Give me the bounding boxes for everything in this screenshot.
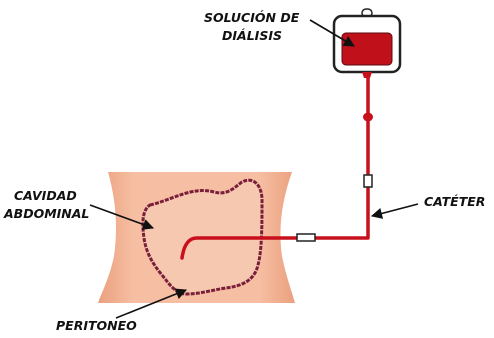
catheter-label: CATÉTER	[424, 194, 485, 209]
peritoneum-label: PERITONEO	[56, 318, 137, 333]
tube-clamp	[363, 113, 373, 122]
dialysis-solution-label-line1: SOLUCIÓN DE	[204, 10, 300, 25]
dialysis-solution-label-line2: DIÁLISIS	[222, 28, 282, 43]
abdominal-cavity-label-line1: CAVIDAD	[14, 188, 77, 203]
dialysis-solution-fluid	[342, 33, 392, 65]
tube-connector-vertical	[364, 175, 372, 187]
catheter-arrow	[372, 204, 418, 216]
abdominal-cavity-label-line2: ABDOMINAL	[3, 206, 89, 221]
tube-connector-horizontal	[297, 234, 315, 241]
